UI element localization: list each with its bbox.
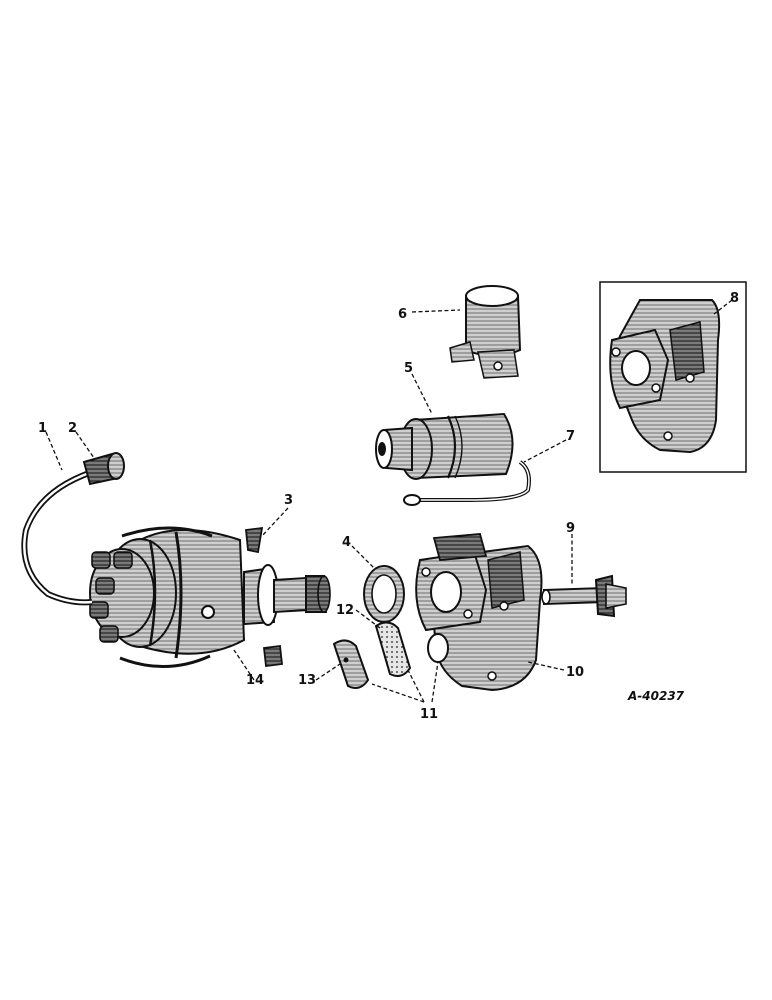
- callout-1: 1: [38, 421, 47, 436]
- leader-7: [523, 439, 567, 463]
- leader-12: [355, 609, 381, 629]
- callout-14: 14: [246, 673, 264, 688]
- reference-code: A-40237: [627, 689, 685, 703]
- drive-shaft: [541, 574, 627, 618]
- leader-3: [261, 507, 289, 537]
- gasket: [363, 565, 405, 623]
- callout-11: 11: [420, 707, 438, 722]
- callout-10: 10: [566, 665, 584, 680]
- ignition-coil: [375, 412, 514, 480]
- drive-housing: [415, 533, 543, 692]
- coil-lead: [403, 460, 531, 506]
- plate-13: [332, 639, 370, 689]
- high-tension-cable: [21, 469, 93, 606]
- leader-13: [315, 663, 341, 681]
- leader-lines: [45, 299, 733, 703]
- leader-11c: [431, 661, 439, 703]
- leader-11a: [407, 669, 425, 703]
- leader-2: [75, 431, 95, 459]
- callout-7: 7: [566, 429, 575, 444]
- leader-1: [45, 431, 63, 471]
- callout-13: 13: [298, 673, 316, 688]
- leader-4: [351, 545, 375, 569]
- callout-6: 6: [398, 307, 407, 322]
- cable-terminal: [82, 452, 125, 486]
- leader-6: [411, 309, 461, 313]
- callout-3: 3: [284, 493, 293, 508]
- leader-8: [713, 299, 733, 315]
- small-block: [263, 644, 283, 668]
- drive-housing-inset-shape: [609, 299, 721, 454]
- inset-drive-housing: [599, 281, 747, 473]
- callout-5: 5: [404, 361, 413, 376]
- callout-numbers: 1 2 3 4 5 6 7 8 9 10 11 12 13 14: [38, 291, 739, 722]
- callout-2: 2: [68, 421, 77, 436]
- callout-9: 9: [566, 521, 575, 536]
- callout-4: 4: [342, 535, 351, 550]
- leader-5: [411, 373, 433, 415]
- distributor-assembly: [89, 526, 331, 668]
- plate-12: [374, 621, 412, 677]
- callout-8: 8: [730, 291, 739, 306]
- callout-12: 12: [336, 603, 354, 618]
- leader-11b: [371, 683, 425, 703]
- coil-bracket: [449, 285, 522, 379]
- condenser-clip: [245, 526, 264, 554]
